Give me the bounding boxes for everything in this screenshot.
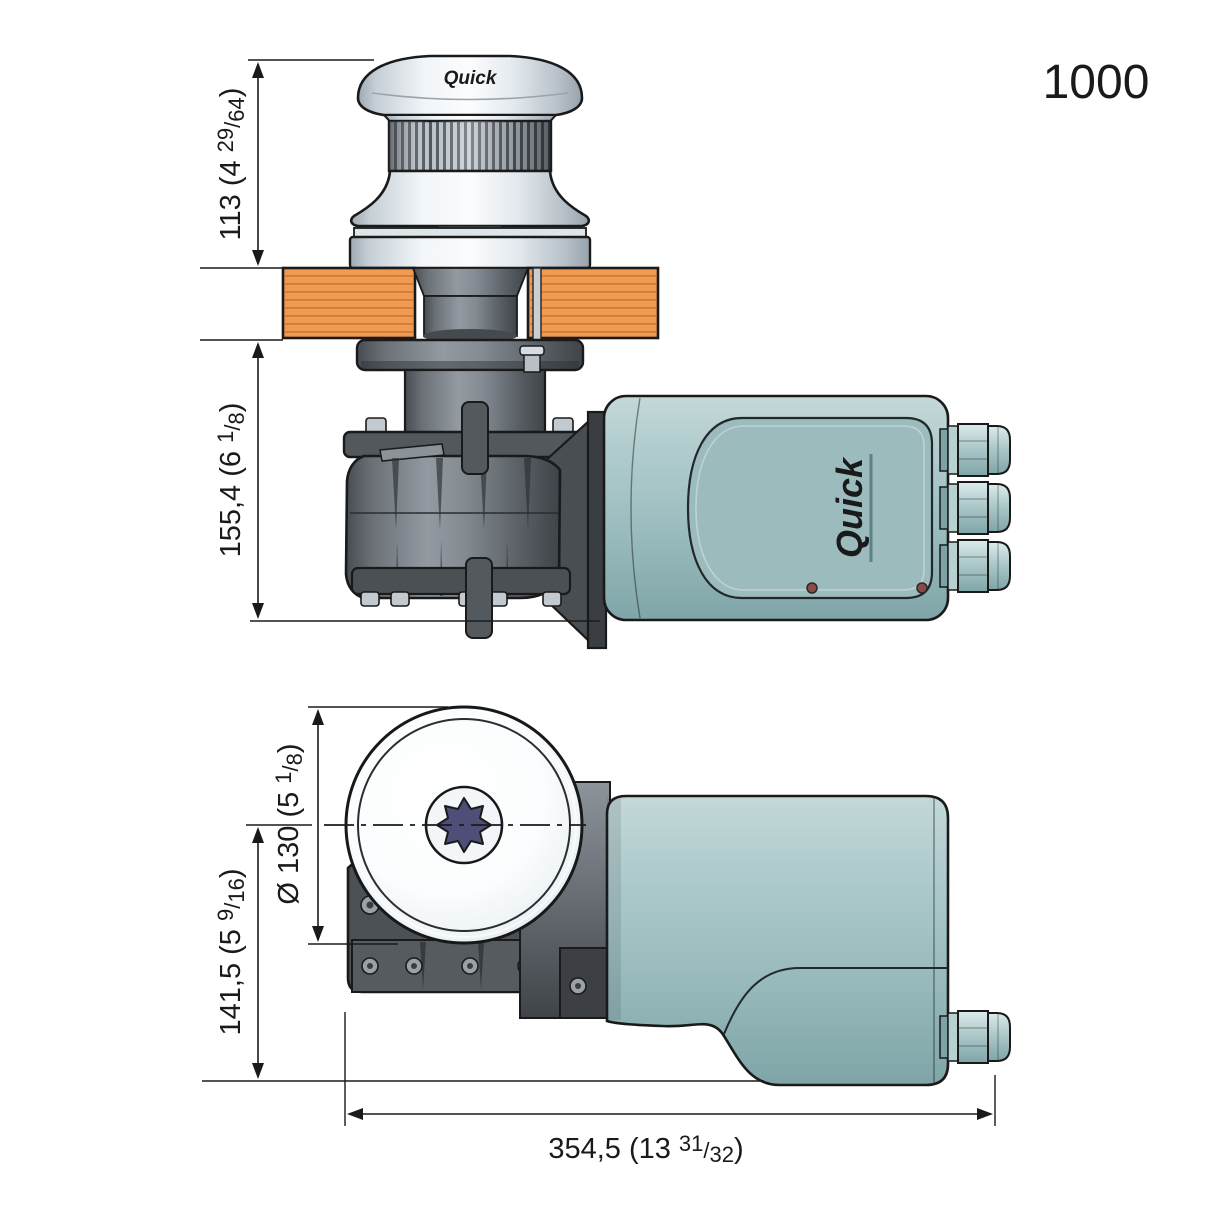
motor-cover-plate [686, 416, 934, 600]
capstan-cap [356, 54, 584, 117]
deck-bolt [532, 267, 542, 345]
gearbox-body [344, 454, 562, 600]
chain-stripper [461, 401, 493, 639]
dimension-overall-length: 354,5 (13 31/32) [344, 1012, 996, 1167]
svg-text:Ø 130 (5 1/8): Ø 130 (5 1/8) [271, 743, 307, 904]
dimension-center-height: 141,5 (5 9/16) [202, 824, 764, 1082]
below-deck-unit [342, 338, 608, 650]
dimension-height-below-deck: 155,4 (6 1/8) [200, 339, 600, 622]
cable-gland [939, 481, 1011, 535]
capstan-bell [349, 169, 591, 228]
capstan-knurl-band [387, 119, 553, 173]
motor-housing-top: Quick [602, 394, 950, 622]
motor-logo: Quick [829, 456, 870, 558]
cable-gland-bottom [939, 1010, 1011, 1064]
dimension-height-above-deck: 113 (4 29/64) [200, 59, 374, 269]
motor-housing-bottom [605, 794, 1011, 1087]
cover-screw [806, 582, 818, 594]
drive-shaft [411, 267, 542, 345]
motor-seam [723, 967, 948, 1035]
top-view: Quick [200, 54, 1011, 650]
gearbox [342, 401, 592, 645]
svg-text:113 (4 29/64): 113 (4 29/64) [213, 88, 249, 241]
svg-text:155,4 (6 1/8): 155,4 (6 1/8) [213, 403, 249, 558]
dimension-drum-diameter: Ø 130 (5 1/8) [271, 706, 448, 945]
capstan-base [348, 235, 592, 270]
svg-text:354,5 (13 31/32): 354,5 (13 31/32) [548, 1131, 743, 1167]
svg-text:141,5 (5 9/16): 141,5 (5 9/16) [213, 868, 249, 1035]
bottom-view: Ø 130 (5 1/8) 141,5 (5 9/16) 354,5 (13 3… [202, 705, 1011, 1167]
capstan-drum: Quick [348, 54, 592, 270]
capstan-logo: Quick [444, 68, 498, 89]
cable-glands-top [939, 423, 1011, 593]
cable-gland [939, 423, 1011, 477]
gearbox-bottom-flange [350, 566, 572, 596]
cover-screw [916, 582, 928, 594]
model-number: 1000 [1043, 56, 1150, 109]
capstan-base-upper [353, 227, 587, 238]
deck [281, 266, 660, 340]
cable-gland [939, 539, 1011, 593]
